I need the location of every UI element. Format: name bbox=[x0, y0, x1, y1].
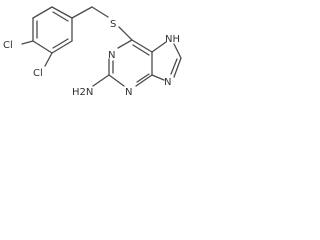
atom-n7: N bbox=[164, 77, 171, 88]
bond-c6-c5 bbox=[131, 39, 153, 53]
bond-c6-c5-inner bbox=[132, 44, 150, 56]
atom-amine: H2N bbox=[72, 87, 93, 98]
bond-ring-inner-2 bbox=[52, 38, 69, 49]
atom-nh: NH bbox=[165, 34, 180, 45]
atom-n1: N bbox=[108, 50, 115, 61]
bond-c2-nh2 bbox=[92, 74, 110, 87]
atom-sulfur: S bbox=[110, 19, 116, 30]
molecule-structure: Cl Cl S NH N N N H2N bbox=[3, 6, 182, 98]
bond-c-cl-lower bbox=[44, 52, 53, 67]
bond-c2-n3 bbox=[108, 74, 125, 87]
bond-nh-c8 bbox=[173, 43, 182, 59]
bond-s-c6 bbox=[118, 26, 133, 41]
atom-cl-upper: Cl bbox=[3, 40, 13, 51]
bond-ch2-s bbox=[91, 6, 109, 18]
bond-ring-6 bbox=[32, 6, 53, 19]
bond-c6-n1 bbox=[117, 39, 133, 49]
atom-cl-lower: Cl bbox=[33, 68, 43, 79]
bond-ring-4 bbox=[32, 40, 53, 54]
bond-ring-1 bbox=[51, 6, 73, 19]
bond-c-cl-upper bbox=[21, 40, 34, 45]
bond-c8-n9 bbox=[173, 57, 182, 78]
bond-c8-n9-inner bbox=[170, 58, 178, 75]
bond-ring-ch2 bbox=[71, 6, 93, 19]
bond-n3-c4 bbox=[135, 74, 153, 87]
atom-n3: N bbox=[125, 87, 132, 98]
bond-ring-inner-1 bbox=[52, 11, 69, 22]
bond-lines bbox=[21, 6, 182, 87]
bond-n3-c4-inner bbox=[136, 73, 150, 83]
bond-n9-c4 bbox=[151, 74, 165, 81]
bond-ring-3 bbox=[51, 40, 73, 54]
bond-c5-n7 bbox=[151, 41, 167, 53]
